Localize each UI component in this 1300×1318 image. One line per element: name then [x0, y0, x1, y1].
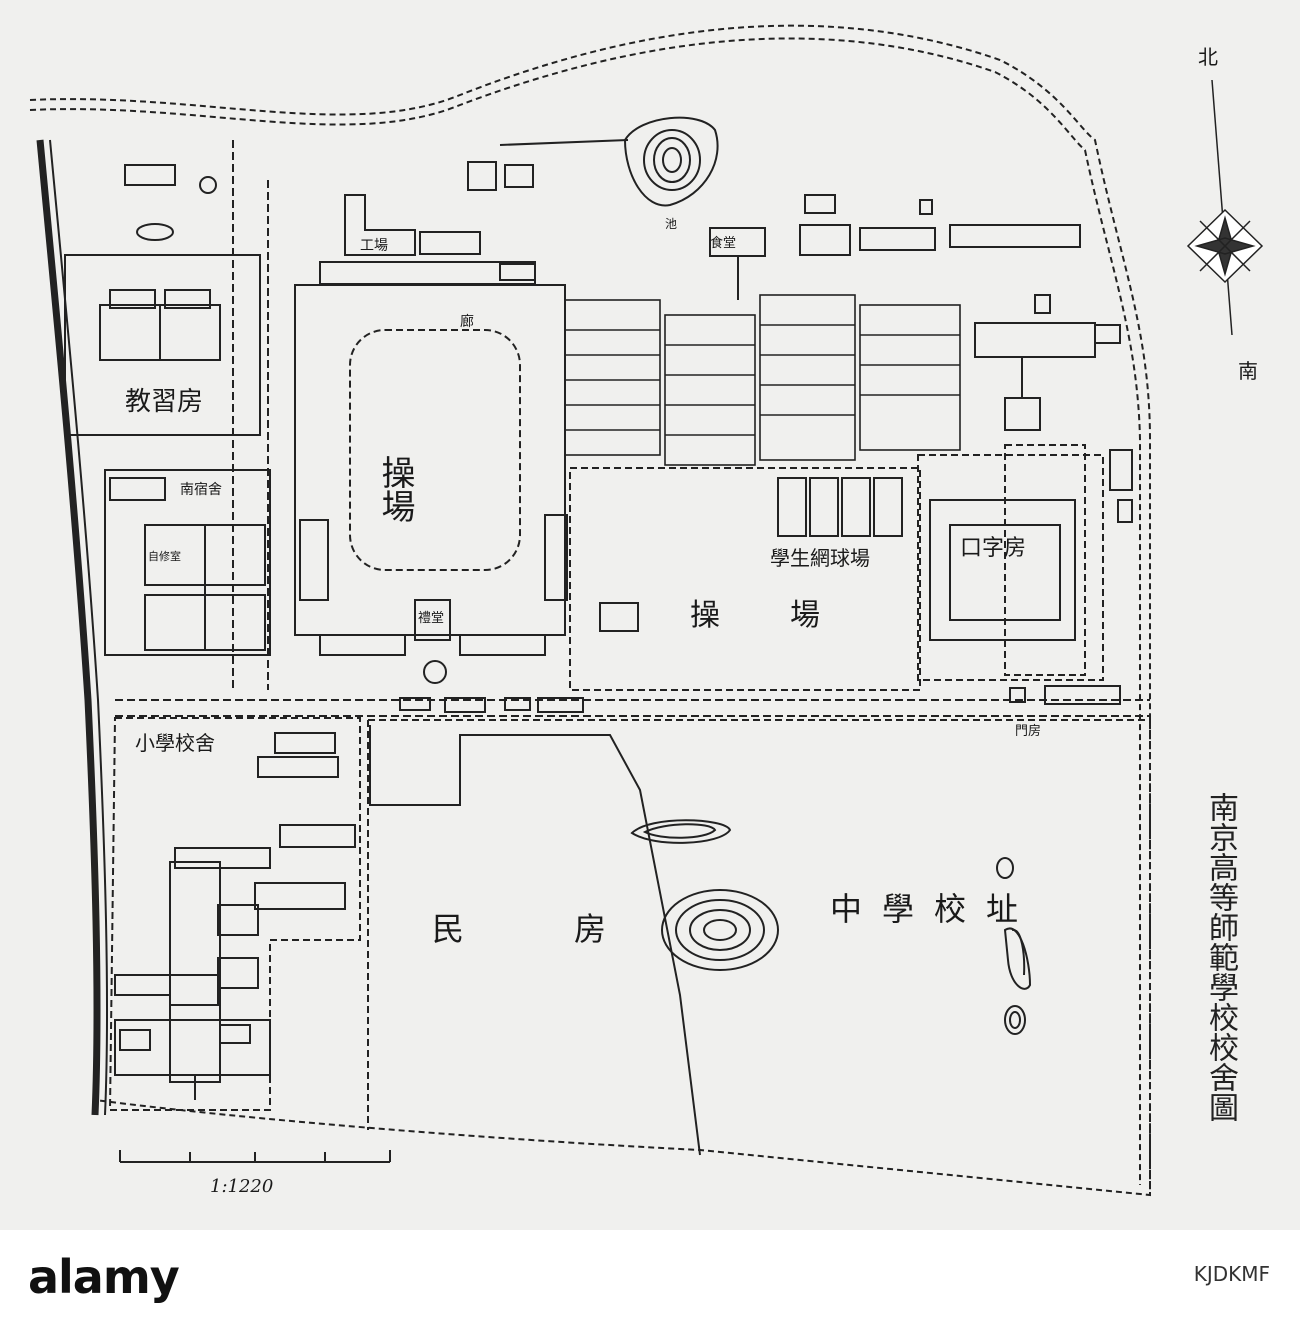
label-kou-building: 口字房	[960, 536, 1026, 561]
label-middle-school: 中學校址	[830, 890, 1038, 928]
civil-houses-boundary	[369, 725, 701, 1156]
field-1-outline	[294, 284, 566, 636]
label-field-1: 操場	[375, 455, 415, 523]
label-primary-school: 小學校舍	[135, 731, 215, 755]
pond-north	[499, 116, 719, 207]
hill-small	[630, 819, 732, 844]
scale-bar	[119, 1150, 391, 1163]
campus-map: 教習房 操場 操場 學生網球場 小學校舍 民房 中學校址 口字房 工場 池 廊 …	[29, 24, 1264, 1197]
kou-building	[917, 454, 1104, 681]
compass-north-label: 北	[1198, 45, 1218, 69]
label-canteen: 食堂	[710, 235, 736, 251]
label-scale: 1:1220	[210, 1176, 273, 1197]
label-corridor: 廊	[460, 313, 474, 330]
label-field-2: 操場	[690, 598, 890, 633]
hill-main	[661, 889, 779, 971]
label-gate-house: 門房	[1015, 723, 1041, 739]
field-2-outline	[569, 467, 921, 691]
field-1-track	[349, 329, 521, 571]
compass-rose	[1186, 79, 1264, 336]
tennis-courts	[777, 477, 903, 537]
label-workshop: 工場	[360, 238, 388, 254]
primary-school	[108, 717, 361, 1111]
label-training-room: 教習房	[125, 387, 203, 417]
map-title: 南京高等師範學校校舍圖	[1203, 792, 1238, 1122]
classroom-blocks	[564, 294, 961, 466]
campus-boundary	[29, 24, 1151, 1197]
label-study-room: 自修室	[148, 549, 181, 563]
label-pond: 池	[665, 217, 677, 231]
map-sheet: 教習房 操場 操場 學生網球場 小學校舍 民房 中學校址 口字房 工場 池 廊 …	[0, 0, 1300, 1230]
label-auditorium: 禮堂	[418, 611, 444, 626]
training-room-block	[64, 254, 261, 436]
label-civil-houses: 民房	[432, 910, 716, 948]
stock-footer	[0, 1230, 1300, 1318]
compass-south-label: 南	[1238, 359, 1258, 383]
label-south-quarters: 南宿舍	[180, 481, 222, 498]
west-canal	[36, 139, 101, 1116]
label-tennis-court: 學生網球場	[770, 546, 870, 570]
stock-image-id: KJDKMF	[1193, 1262, 1270, 1286]
stock-logo: alamy	[28, 1250, 180, 1304]
